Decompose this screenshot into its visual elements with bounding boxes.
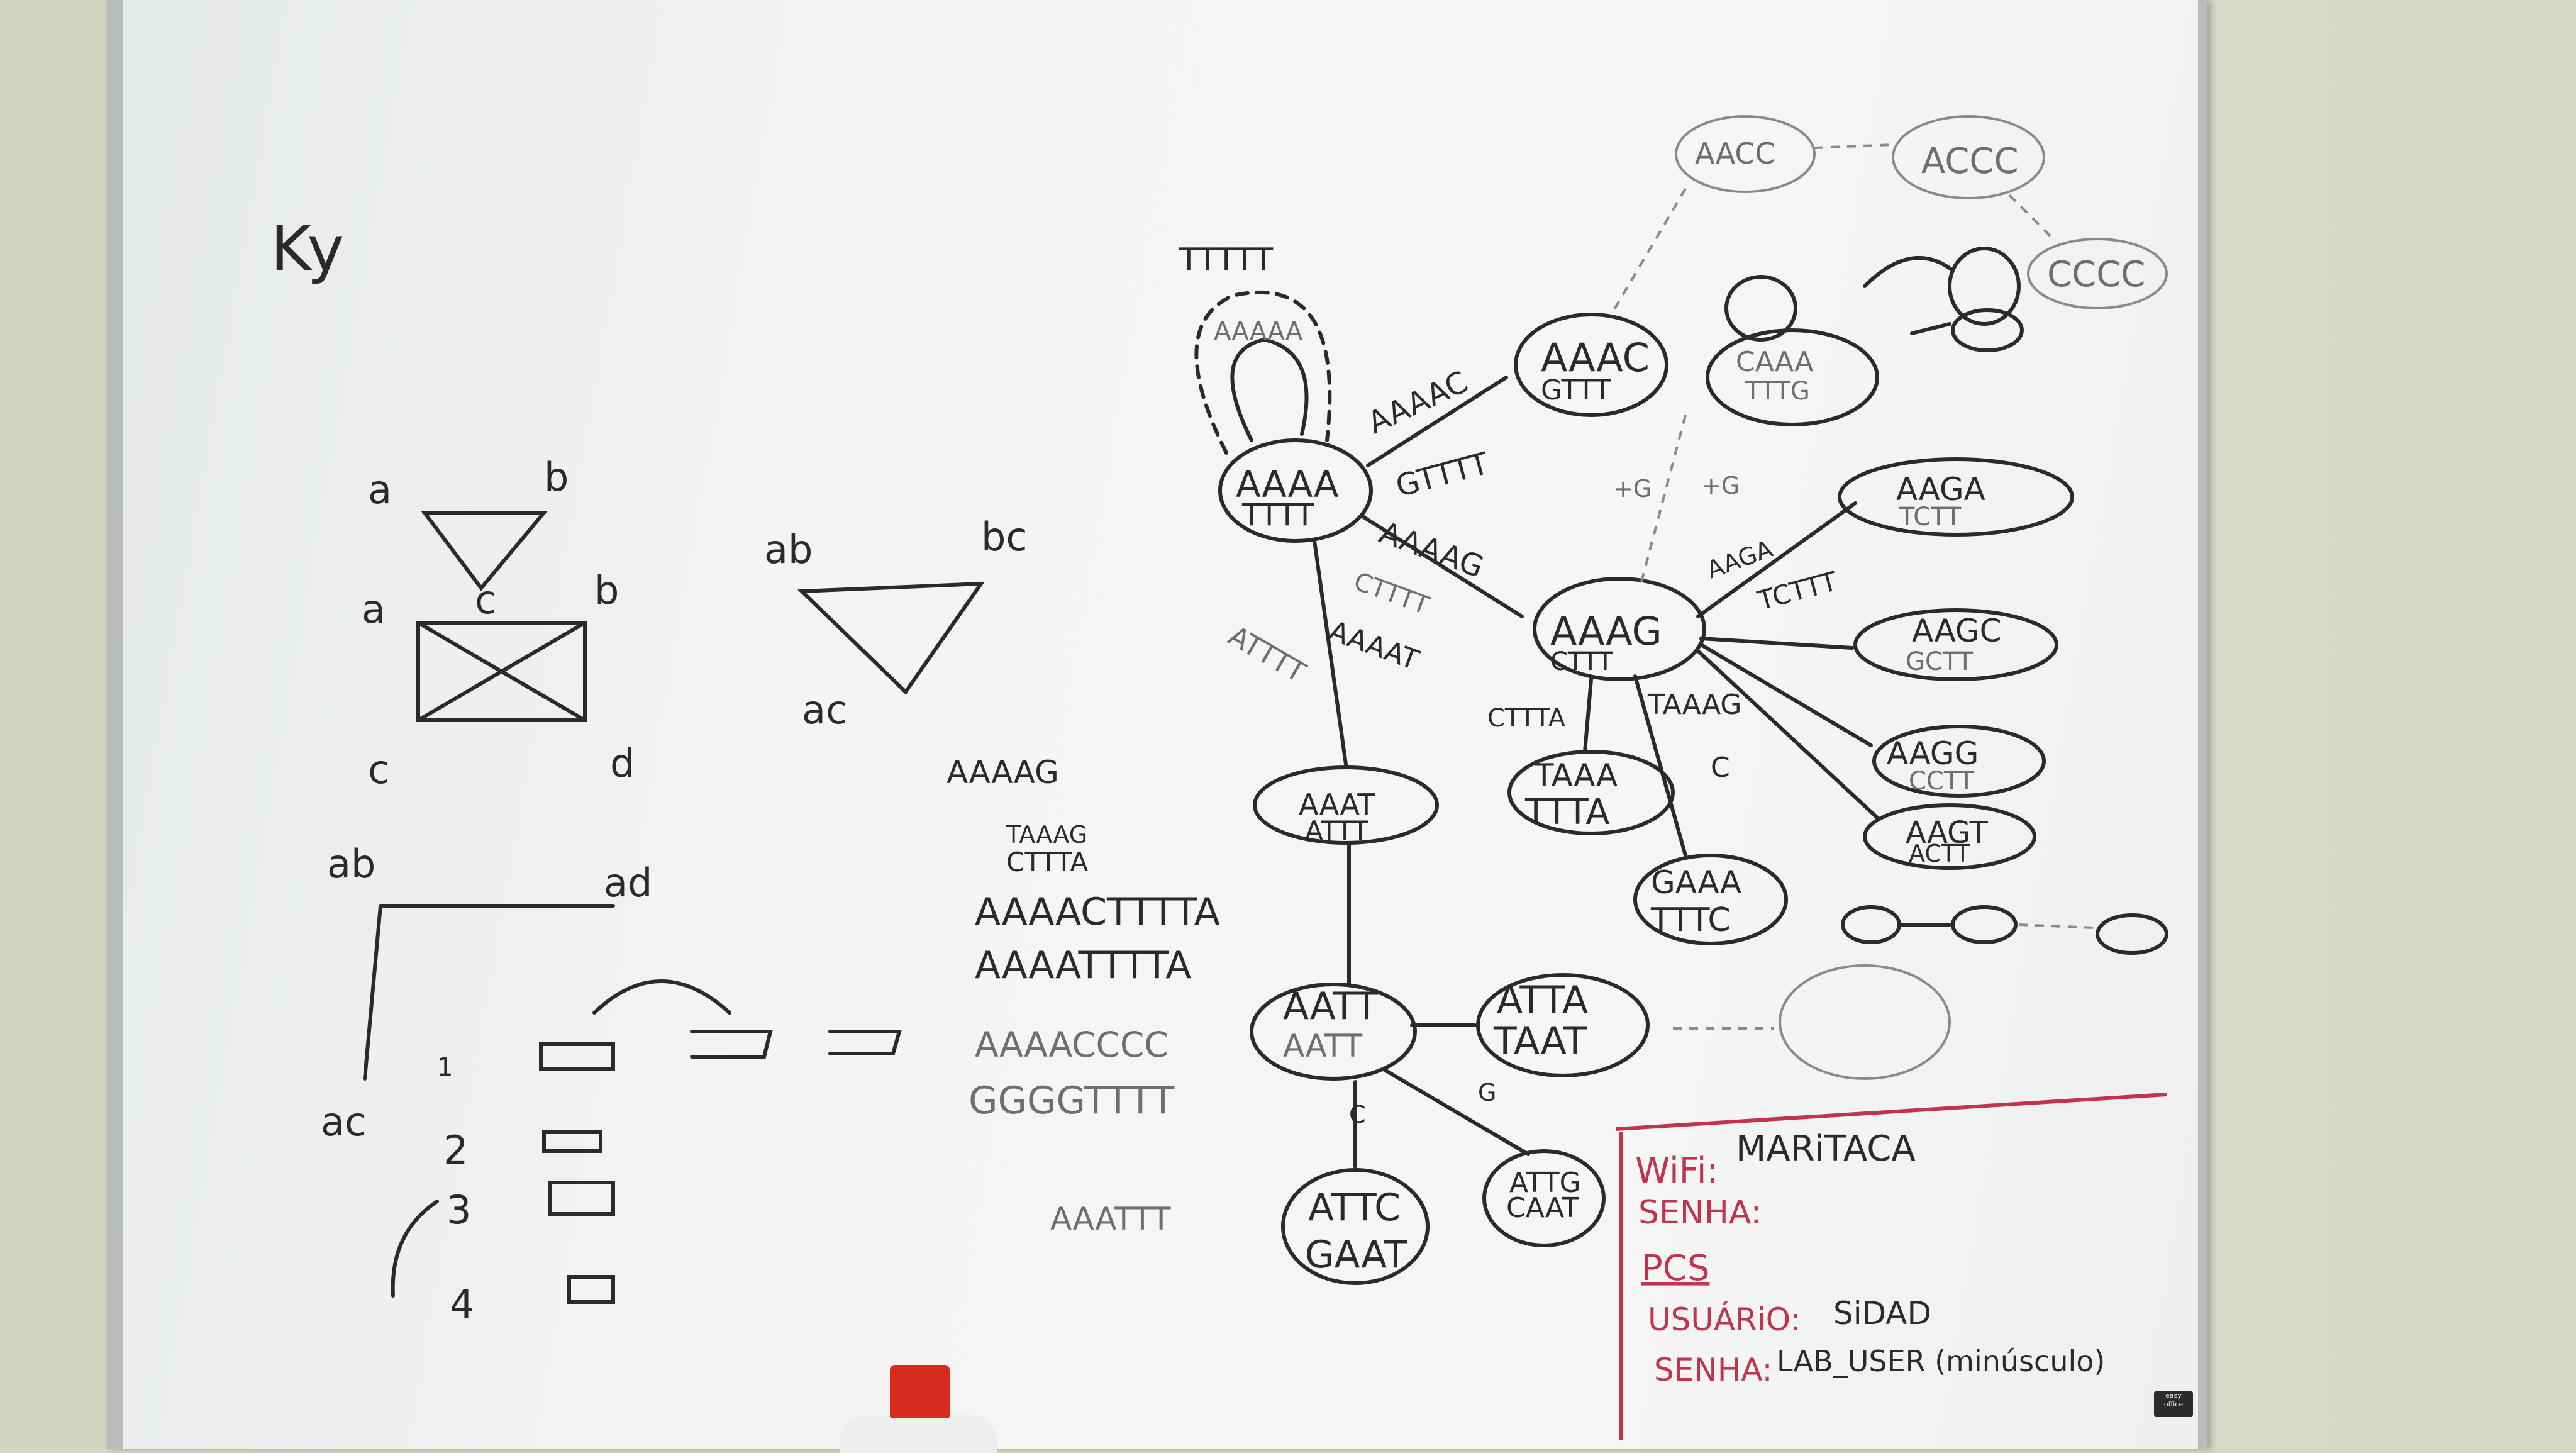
node-aaga-bottom: TCTT <box>1899 503 1962 532</box>
edge-label-aaaat: AAAAT <box>1324 615 1423 676</box>
node-aatt-top: AATT <box>1283 984 1379 1028</box>
edge-label-gtttt: GTTTT <box>1392 445 1493 504</box>
node-atta-top: ATTA <box>1497 978 1588 1022</box>
node-attg-bottom: CAAT <box>1506 1192 1579 1224</box>
sequence-small-mid: CTTTA <box>1006 847 1089 877</box>
node-aaaa-bottom: TTTT <box>1241 498 1314 533</box>
node-aagg-bottom: CCTT <box>1909 767 1975 796</box>
node-aagc-top: AAGC <box>1912 613 2002 649</box>
brand-sticker-line-2: office <box>2163 1400 2184 1408</box>
edge-label-cttta: CTTTA <box>1487 704 1566 733</box>
bottle <box>840 1415 997 1453</box>
node-aagc-bottom: GCTT <box>1906 647 1974 676</box>
node-aaat-bottom: ATTT <box>1305 815 1368 846</box>
usuario-key: USUÁRiO: <box>1648 1301 1801 1338</box>
pcs-heading: PCS <box>1641 1248 1709 1289</box>
brand-sticker: easy office <box>2154 1391 2193 1417</box>
edge-label-tcttt: TCTTT <box>1754 565 1841 616</box>
sequence-line-1: AAAACTTTTA <box>975 890 1220 934</box>
usuario-value: SiDAD <box>1833 1295 1931 1332</box>
sequence-small-top: TAAAG <box>1006 821 1087 849</box>
triangle-label-b: b <box>544 454 569 500</box>
sequence-line-3: AAAACCCC <box>975 1025 1169 1065</box>
node-aaga-top: AAGA <box>1896 471 1985 508</box>
mid-triangle-label-bc: bc <box>981 514 1027 560</box>
node-aagg-top: AAGG <box>1887 735 1979 772</box>
whiteboard <box>123 0 2198 1449</box>
edge-label-c-2: C <box>1349 1101 1366 1128</box>
triangle-label-a: a <box>368 467 392 513</box>
sequence-line-5: AAATTT <box>1050 1201 1171 1237</box>
senha-2-key: SENHA: <box>1654 1352 1773 1388</box>
node-aaaa-top: AAAA <box>1236 463 1339 506</box>
mid-triangle-label-ab: ab <box>764 526 813 572</box>
node-aaat-top: AAAT <box>1299 788 1375 821</box>
square-label-d: d <box>610 740 635 786</box>
edge-label-ctttt: CTTTT <box>1350 567 1433 621</box>
node-cccc: CCCC <box>2047 254 2145 295</box>
node-attc-bottom: GAAT <box>1305 1233 1407 1277</box>
senha-2-value: LAB_USER (minúsculo) <box>1777 1344 2105 1378</box>
node-caaa-bottom: TTTG <box>1745 377 1810 406</box>
node-gaaa-top: GAAA <box>1651 864 1741 901</box>
node-accc: ACCC <box>1921 141 2019 182</box>
node-taaa-top: TAAA <box>1534 757 1618 794</box>
edge-label-aaaag: AAAAG <box>1375 515 1489 585</box>
wifi-key: WiFi: <box>1635 1150 1718 1191</box>
brand-sticker-line-1: easy <box>2165 1391 2182 1400</box>
node-aaag-bottom: CTTT <box>1550 647 1613 676</box>
node-taaa-bottom: TTTA <box>1524 792 1610 833</box>
list-number-3: 3 <box>447 1187 471 1233</box>
mid-triangle-label-ac: ac <box>802 687 847 733</box>
loop-label-top: TTTTT <box>1179 242 1274 278</box>
loop-label-inner: AAAAA <box>1214 317 1303 346</box>
wifi-value: MARiTACA <box>1736 1128 1916 1169</box>
triangle-label-c: c <box>475 577 496 623</box>
edge-label-plus-g-1: +G <box>1613 475 1652 503</box>
senha-1-key: SENHA: <box>1638 1194 1762 1232</box>
node-aagt-top: AAGT <box>1906 815 1989 850</box>
tree-label-ab: ab <box>327 841 375 887</box>
node-aaac-top: AAAC <box>1541 335 1650 381</box>
sequence-line-2: AAAATTTTA <box>975 944 1191 988</box>
edge-label-plus-g-2: +G <box>1701 472 1740 499</box>
node-caaa-top: CAAA <box>1736 346 1813 378</box>
node-attg-top: ATTG <box>1509 1167 1581 1199</box>
tree-label-ac: ac <box>321 1099 366 1145</box>
edge-label-atttt: ATTTT <box>1223 620 1311 689</box>
list-number-1: 1 <box>437 1053 453 1082</box>
node-atta-bottom: TAAT <box>1493 1019 1587 1063</box>
notes-title: Ky <box>270 212 344 286</box>
node-aaac-bottom: GTTT <box>1541 374 1611 406</box>
edge-label-taaag: TAAAG <box>1647 689 1742 721</box>
node-aatt-bottom: AATT <box>1283 1028 1363 1064</box>
edge-label-aaaac: AAAAC <box>1362 364 1473 441</box>
square-label-b: b <box>594 567 619 613</box>
square-label-c: c <box>368 747 389 793</box>
tree-label-ad: ad <box>604 860 652 906</box>
bottle-cap <box>890 1365 950 1418</box>
edge-label-g: G <box>1478 1079 1496 1106</box>
list-number-2: 2 <box>443 1127 468 1173</box>
edge-label-c: C <box>1711 752 1730 784</box>
node-aagt-bottom: ACTT <box>1909 840 1970 867</box>
sequence-line-4: GGGGTTTT <box>969 1079 1175 1123</box>
node-aacc: AACC <box>1695 136 1775 170</box>
square-label-a: a <box>362 586 386 632</box>
node-attc-top: ATTC <box>1308 1186 1401 1230</box>
node-aaag-top: AAAG <box>1550 608 1662 654</box>
node-gaaa-bottom: TTTC <box>1650 901 1731 939</box>
list-number-4: 4 <box>450 1281 474 1327</box>
edge-label-aaga: AAGA <box>1703 535 1776 584</box>
struck-label: AAAAG <box>947 754 1059 791</box>
